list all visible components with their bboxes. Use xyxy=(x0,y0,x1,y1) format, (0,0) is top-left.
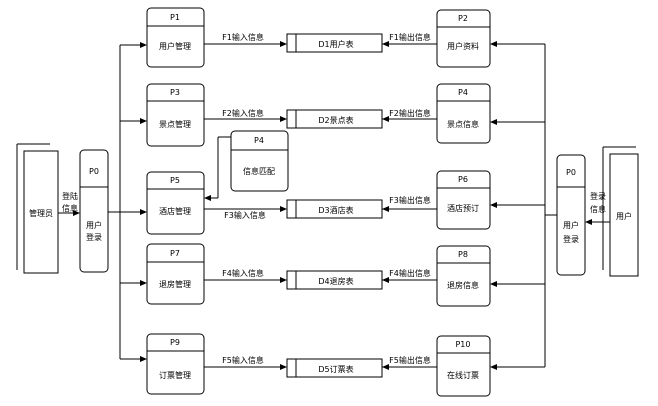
flow-admin-login-label-2: 信息 xyxy=(62,203,78,213)
process-p7-name: 退房管理 xyxy=(159,279,191,289)
process-p7: P7 退房管理 xyxy=(146,243,205,305)
right-branch-p10-arrowhead xyxy=(490,364,497,370)
flow-f2-out-arrowhead xyxy=(382,116,389,122)
process-p10: P10 在线订票 xyxy=(436,335,491,397)
store-d2: D2景点表 xyxy=(286,109,383,129)
flow-user-login-arrowhead xyxy=(585,219,592,225)
process-p8-name: 退房信息 xyxy=(447,280,479,290)
flow-f3-out-arrowhead xyxy=(382,206,389,212)
store-d4-name: D4退房表 xyxy=(318,276,353,286)
process-p1-name: 用户管理 xyxy=(159,41,191,51)
process-p2: P2 用户资料 xyxy=(436,9,491,68)
entity-admin-box xyxy=(23,150,59,274)
entity-admin-label: 管理员 xyxy=(29,208,53,218)
process-p0-left-id: P0 xyxy=(89,167,99,176)
process-p9-name: 订票管理 xyxy=(159,370,191,380)
flow-f1-out-label: F1输出信息 xyxy=(389,32,431,42)
entity-user-label: 用户 xyxy=(616,211,632,221)
process-p7-id: P7 xyxy=(170,249,180,258)
process-p4-matching-name: 信息匹配 xyxy=(243,166,275,176)
process-p0-left-name-1: 用户 xyxy=(86,220,102,230)
process-p3: P3 景点管理 xyxy=(146,83,205,147)
process-p5: P5 酒店管理 xyxy=(146,171,205,235)
store-d5: D5订票表 xyxy=(286,358,383,378)
process-p0-right-name-2: 登录 xyxy=(563,234,579,244)
right-branch-p6-arrowhead xyxy=(490,202,497,208)
flow-f4-in-arrowhead xyxy=(280,277,287,283)
store-d3: D3酒店表 xyxy=(286,199,383,219)
p4-matching-conn-arrowhead xyxy=(204,195,211,201)
flow-f3-out-label: F3输出信息 xyxy=(389,195,431,205)
process-p10-name: 在线订票 xyxy=(447,370,479,380)
flow-f4-out-label: F4输出信息 xyxy=(389,268,431,278)
process-p6-id: P6 xyxy=(458,175,468,184)
process-p2-name: 用户资料 xyxy=(447,41,479,51)
left-branch-p7-arrowhead xyxy=(140,280,147,286)
process-p3-id: P3 xyxy=(170,88,180,97)
flow-f5-out-arrowhead xyxy=(382,364,389,370)
flow-f3-in-label: F3输入信息 xyxy=(224,210,266,220)
process-p0-left-name-2: 登录 xyxy=(86,232,102,242)
flow-admin-login-arrowhead xyxy=(73,210,80,216)
flow-user-login-label-2: 信息 xyxy=(590,204,606,214)
flow-f4-in-label: F4输入信息 xyxy=(222,268,264,278)
left-branch-p3-arrowhead xyxy=(140,118,147,124)
flow-f1-in-arrowhead xyxy=(280,41,287,47)
process-p2-id: P2 xyxy=(458,14,468,23)
flow-f5-in-label: F5输入信息 xyxy=(222,355,264,365)
process-p6-name: 酒店预订 xyxy=(447,203,479,213)
process-p4-name: 景点信息 xyxy=(447,119,479,129)
right-branch-p4-arrowhead xyxy=(490,119,497,125)
process-p1-id: P1 xyxy=(170,13,180,22)
flow-f3-in-arrowhead xyxy=(280,206,287,212)
process-p5-id: P5 xyxy=(170,176,180,185)
store-d1-name: D1用户表 xyxy=(318,39,353,49)
process-p4-matching-id: P4 xyxy=(254,136,264,145)
left-branch-p5-arrowhead xyxy=(140,209,147,215)
flow-f2-in-arrowhead xyxy=(280,116,287,122)
entity-user-box xyxy=(609,153,639,277)
flow-admin-login-label-1: 登陆 xyxy=(62,191,78,201)
flow-f5-out-label: F5输出信息 xyxy=(389,355,431,365)
left-branch-p1-arrowhead xyxy=(140,42,147,48)
flow-f1-in-label: F1输入信息 xyxy=(222,32,264,42)
store-d2-name: D2景点表 xyxy=(318,115,353,125)
process-p0-right: P0 用户 登录 xyxy=(556,154,586,276)
process-p4-id: P4 xyxy=(458,88,468,97)
process-p10-id: P10 xyxy=(455,340,470,349)
process-p0-left: P0 用户 登录 xyxy=(79,149,109,273)
process-p9-id: P9 xyxy=(170,338,180,347)
process-p6: P6 酒店预订 xyxy=(436,170,491,230)
store-d1: D1用户表 xyxy=(286,33,383,53)
right-branch-p2-arrowhead xyxy=(490,41,497,47)
process-p8: P8 退房信息 xyxy=(436,245,491,307)
process-p5-name: 酒店管理 xyxy=(159,206,191,216)
store-d4: D4退房表 xyxy=(286,270,383,290)
left-branch-p9-arrowhead xyxy=(140,356,147,362)
process-p1: P1 用户管理 xyxy=(146,7,205,68)
process-p9: P9 订票管理 xyxy=(146,333,205,395)
process-p4: P4 景点信息 xyxy=(436,83,491,144)
flow-f1-out-arrowhead xyxy=(382,41,389,47)
flow-user-login-label-1: 登录 xyxy=(590,191,606,201)
process-p0-right-name-1: 用户 xyxy=(563,220,579,230)
flow-f2-out-label: F2输出信息 xyxy=(389,108,431,118)
store-d5-name: D5订票表 xyxy=(318,364,353,374)
flow-f4-out-arrowhead xyxy=(382,277,389,283)
process-p3-name: 景点管理 xyxy=(159,119,191,129)
flow-f5-in-arrowhead xyxy=(280,364,287,370)
process-p0-right-id: P0 xyxy=(566,168,576,177)
process-p4-matching: P4 信息匹配 xyxy=(230,130,289,192)
right-branch-p8-arrowhead xyxy=(490,281,497,287)
process-p8-id: P8 xyxy=(458,250,468,259)
flow-f2-in-label: F2输入信息 xyxy=(222,108,264,118)
entity-admin: 管理员 xyxy=(16,143,59,274)
process-p0-left-box xyxy=(79,149,109,273)
store-d3-name: D3酒店表 xyxy=(318,205,353,215)
entity-user: 用户 xyxy=(602,146,639,277)
